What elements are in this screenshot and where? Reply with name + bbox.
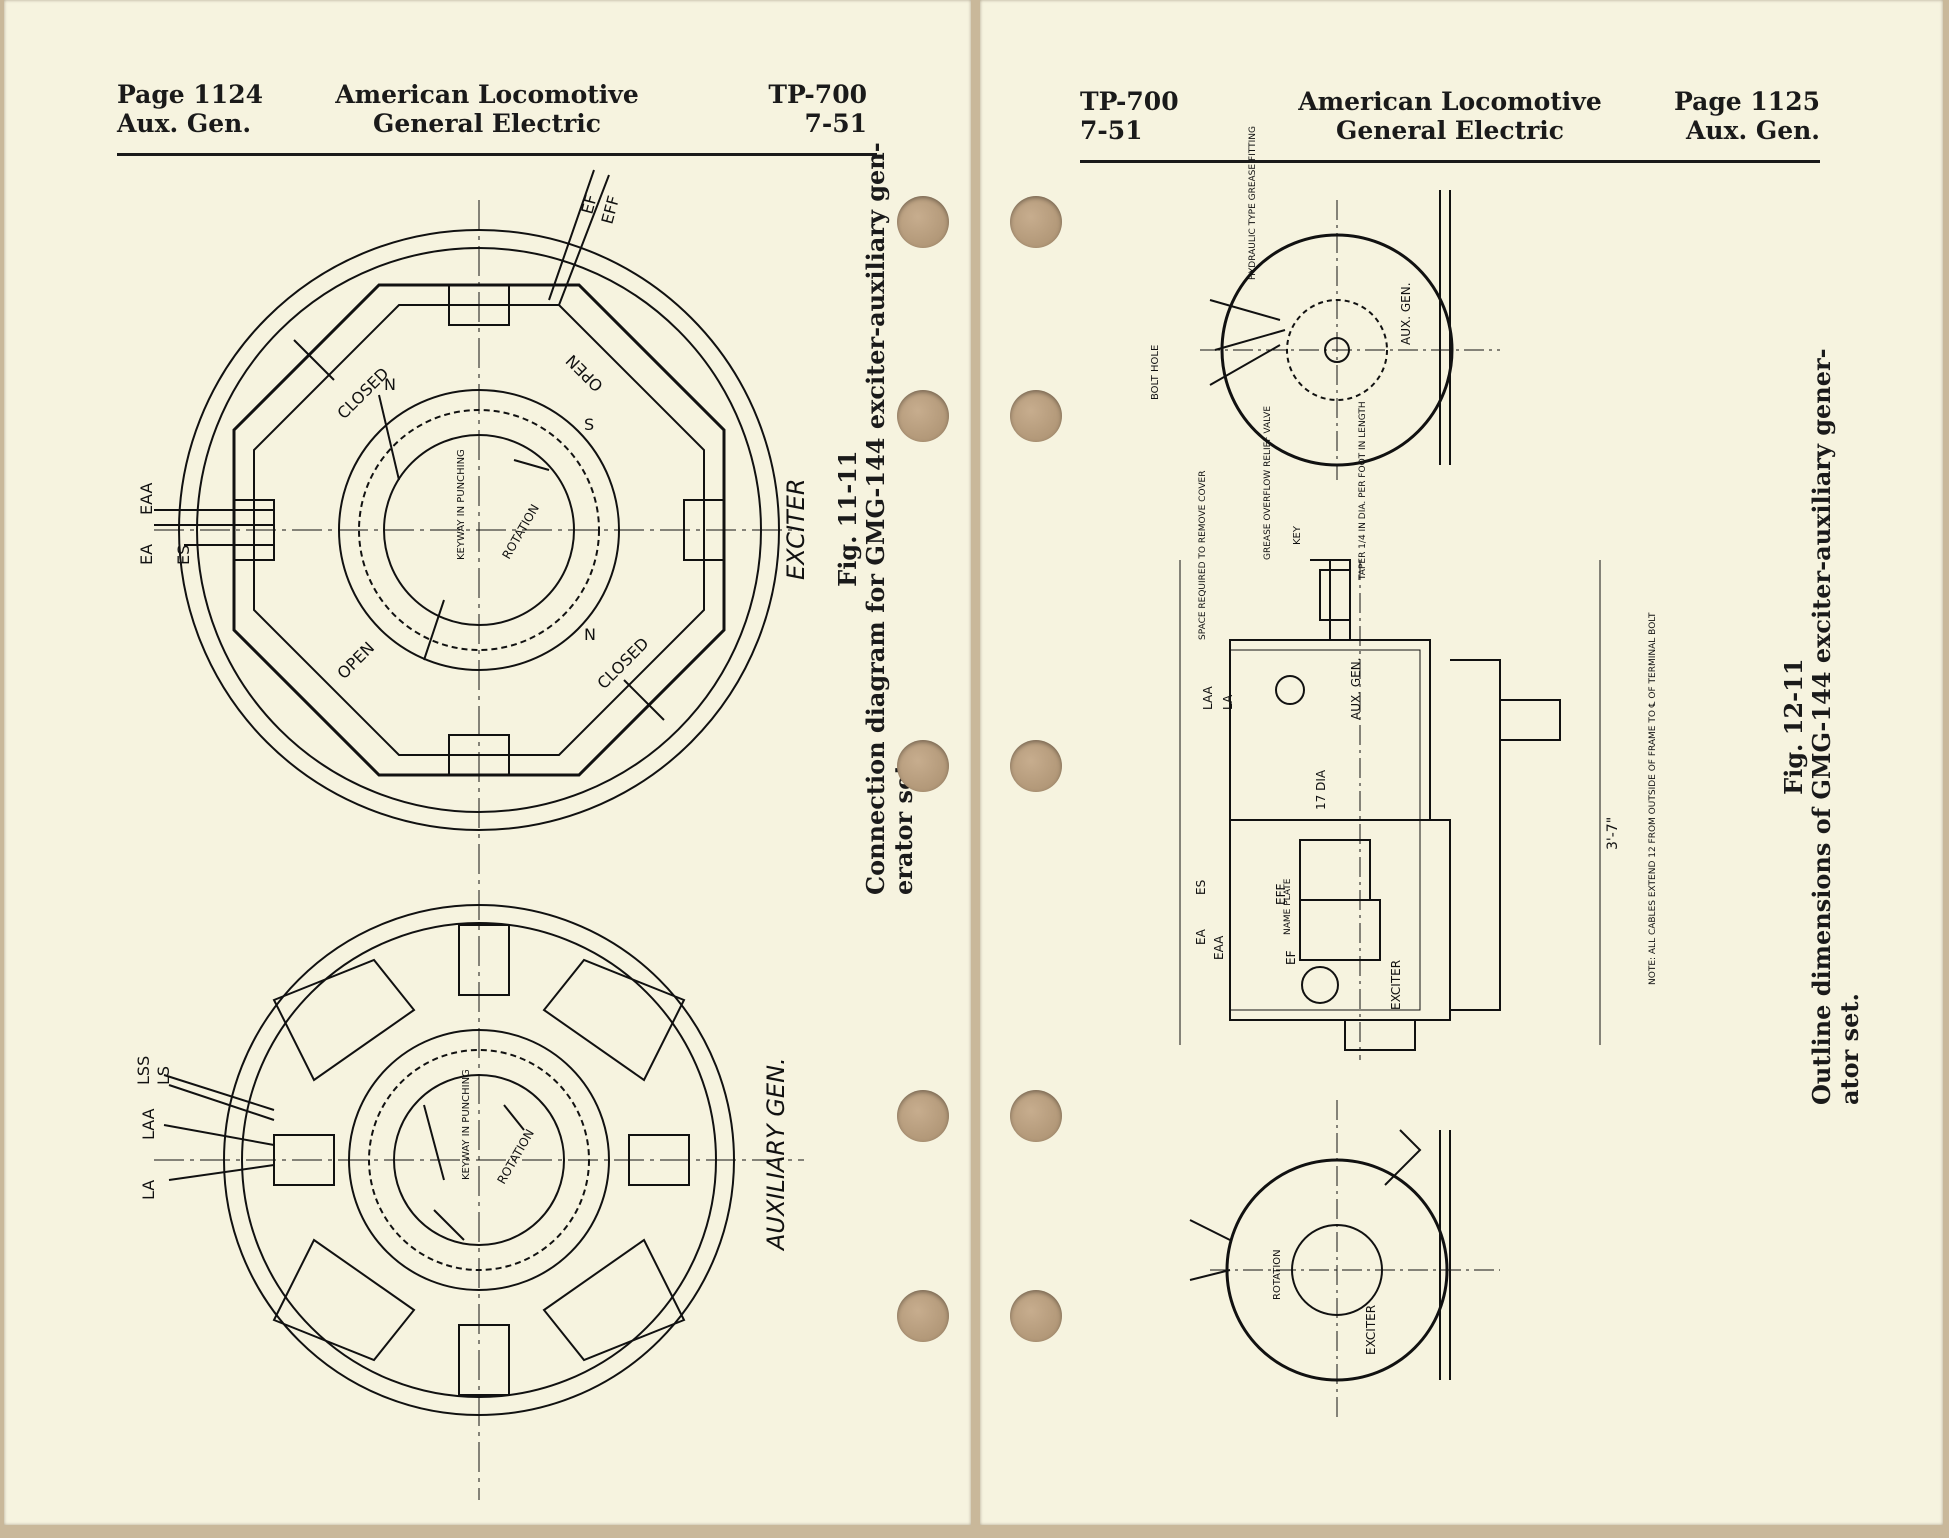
label-space-required: SPACE REQUIRED TO REMOVE COVER xyxy=(1198,471,1208,640)
label-key: KEY xyxy=(1292,525,1303,545)
label-aux-gen-side: AUX. GEN. xyxy=(1349,657,1363,720)
label-es: ES xyxy=(174,545,193,565)
label-closed-bottom: CLOSED xyxy=(593,634,652,693)
right-section: Aux. Gen. xyxy=(1685,116,1820,145)
label-open-bottom: OPEN xyxy=(333,638,378,683)
right-page: TP-700 7-51 American Locomotive General … xyxy=(980,0,1943,1525)
left-company-line2: General Electric xyxy=(372,109,602,138)
label-keyway-exciter: KEYWAY IN PUNCHING xyxy=(456,449,467,560)
label-ea: EA xyxy=(137,544,156,565)
right-caption-line1: Fig. 12-11 xyxy=(1779,658,1808,795)
label-note: NOTE: ALL CABLES EXTEND 12 FROM OUTSIDE … xyxy=(1648,612,1658,985)
label-la-side: LA xyxy=(1221,694,1235,710)
label-aux-gen-top: AUX. GEN. xyxy=(1399,282,1413,345)
label-ef-side: EF xyxy=(1284,950,1298,965)
punch-hole xyxy=(897,390,949,442)
label-laa-side: LAA xyxy=(1201,685,1215,710)
right-header: TP-700 7-51 American Locomotive General … xyxy=(1080,87,1820,163)
label-exciter-side: EXCITER xyxy=(1389,960,1403,1010)
left-company-line1: American Locomotive xyxy=(335,80,639,109)
label-taper: TAPER 1/4 IN DIA. PER FOOT IN LENGTH xyxy=(1358,401,1368,581)
left-caption-line1: Fig. 11-11 xyxy=(833,450,862,587)
punch-hole xyxy=(1010,1290,1062,1342)
left-doc-number: TP-700 xyxy=(768,80,867,109)
right-company-line2: General Electric xyxy=(1335,116,1565,145)
label-rotation-bottom: ROTATION xyxy=(1272,1249,1283,1300)
punch-hole xyxy=(1010,196,1062,248)
right-caption-line2: Outline dimensions of GMG-144 exciter-au… xyxy=(1807,348,1836,1105)
exciter-diagram xyxy=(154,169,804,1500)
label-open-top: OPEN xyxy=(562,351,607,396)
aux-gen-label: AUXILIARY GEN. xyxy=(762,1057,790,1252)
label-total-length: 3'-7" xyxy=(1605,817,1621,850)
left-page-number: Page 1124 xyxy=(117,80,263,109)
left-header: Page 1124 Aux. Gen. American Locomotive … xyxy=(117,80,877,156)
label-n-top: N xyxy=(384,375,396,394)
label-eff: EFF xyxy=(598,194,624,226)
label-bolt-hole: BOLT HOLE xyxy=(1150,345,1161,400)
label-s-right: S xyxy=(584,415,594,434)
right-header-rule xyxy=(1080,160,1820,163)
left-caption-line2: Connection diagram for GMG-144 exciter-a… xyxy=(861,142,890,895)
left-page: Page 1124 Aux. Gen. American Locomotive … xyxy=(4,0,971,1525)
punch-hole xyxy=(897,196,949,248)
right-caption-line3: ator set. xyxy=(1835,993,1864,1105)
punch-hole xyxy=(897,740,949,792)
label-exciter-bottom: EXCITER xyxy=(1364,1305,1378,1355)
label-dia: 17 DIA xyxy=(1314,769,1328,810)
label-eaa: EAA xyxy=(137,483,156,516)
label-name-plate: NAME PLATE xyxy=(1283,878,1293,935)
outline-drawing: AUX. GEN. BOLT HOLE HYDRAULIC TYPE GREAS… xyxy=(1150,126,1658,1420)
aux-gen-diagram xyxy=(154,904,804,1416)
label-ef: EF xyxy=(578,192,601,216)
label-eff-side: EFF xyxy=(1274,884,1288,905)
right-page-number: Page 1125 xyxy=(1674,87,1820,116)
label-rotation-exciter: ROTATION xyxy=(499,502,541,562)
label-la: LA xyxy=(139,1180,158,1200)
right-date: 7-51 xyxy=(1080,116,1143,145)
label-es-side: ES xyxy=(1194,880,1208,895)
right-company-line1: American Locomotive xyxy=(1298,87,1602,116)
label-ls: LS xyxy=(154,1066,173,1085)
right-caption: Fig. 12-11 Outline dimensions of GMG-144… xyxy=(1779,348,1864,1105)
label-laa: LAA xyxy=(139,1108,158,1140)
punch-hole xyxy=(1010,390,1062,442)
exciter-label: EXCITER xyxy=(782,478,810,580)
punch-hole xyxy=(1010,1090,1062,1142)
left-header-rule xyxy=(117,153,877,156)
label-n-bottom: N xyxy=(584,625,596,644)
label-grease-overflow: GREASE OVERFLOW RELIEF VALVE xyxy=(1263,406,1273,560)
punch-hole xyxy=(1010,740,1062,792)
left-date: 7-51 xyxy=(804,109,867,138)
punch-hole xyxy=(897,1290,949,1342)
label-hydraulic: HYDRAULIC TYPE GREASE FITTING xyxy=(1248,126,1258,280)
label-ea-side: EA xyxy=(1194,928,1208,945)
right-doc-number: TP-700 xyxy=(1080,87,1179,116)
label-eaa-side: EAA xyxy=(1212,935,1226,960)
label-rotation-aux: ROTATION xyxy=(494,1127,536,1187)
label-lss: LSS xyxy=(134,1056,153,1085)
connection-diagram: EF EFF EA EAA ES CLOSED OPEN OPEN CLOSED… xyxy=(134,169,810,1500)
label-keyway-aux: KEYWAY IN PUNCHING xyxy=(461,1069,472,1180)
punch-hole xyxy=(897,1090,949,1142)
left-section: Aux. Gen. xyxy=(117,109,252,138)
